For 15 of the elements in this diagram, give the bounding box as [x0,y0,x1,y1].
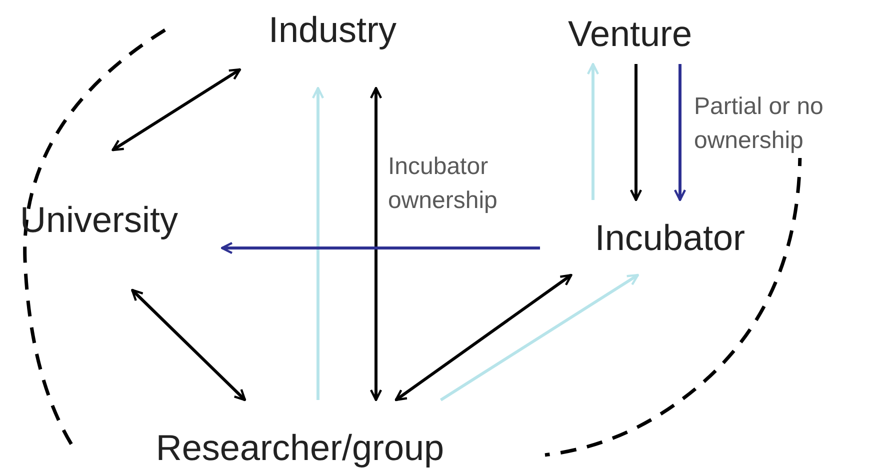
arrow [440,274,640,402]
node-label: Incubator [594,216,745,260]
arrow [394,274,572,402]
arrow [674,64,686,202]
arrow [370,86,382,402]
arrow [312,86,324,400]
node-label: Industry [268,8,397,52]
node-label: Venture [568,12,692,56]
arrow [112,68,242,152]
node-label: University [20,198,178,242]
arrow [586,62,600,200]
arrow [131,288,246,402]
node-label: Researcher/group [156,426,444,470]
arrow [220,242,540,254]
arrow [630,64,642,202]
